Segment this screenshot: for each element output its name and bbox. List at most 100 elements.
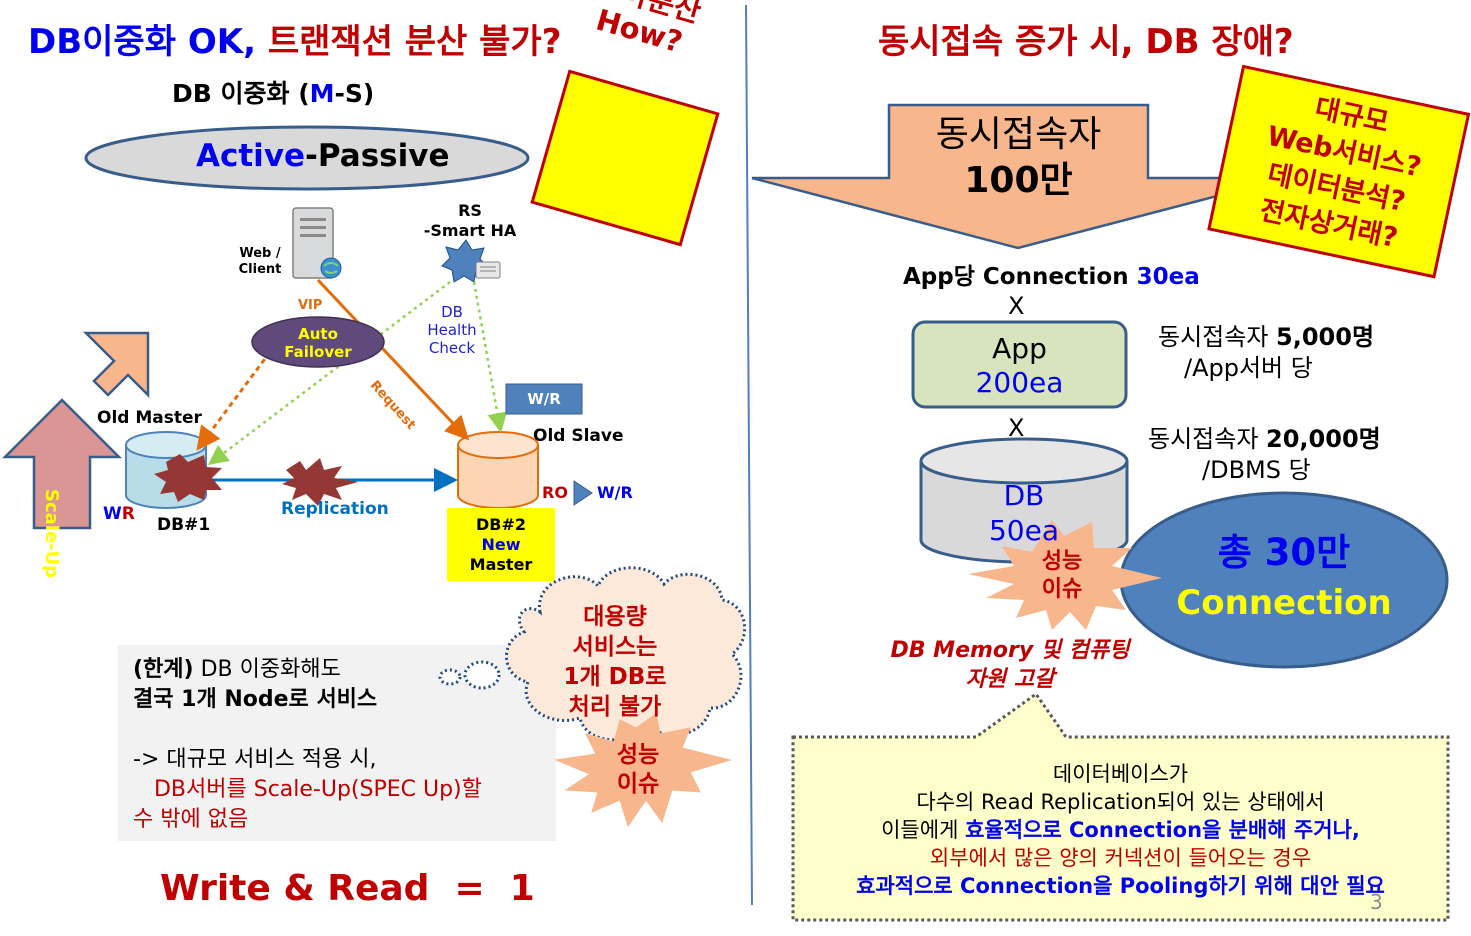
wr-box-label: W/R — [527, 390, 561, 408]
rs-line-1: RS — [458, 201, 482, 220]
replication-failure-burst — [282, 458, 358, 506]
passive-label: -Passive — [305, 138, 450, 174]
db-load-balance-callout — [530, 69, 720, 247]
note-line-3a: 이들에게 — [881, 818, 966, 842]
rs-line-2: -Smart HA — [423, 221, 517, 240]
concurrent-users-label: 동시접속자 100만 — [889, 112, 1148, 204]
rs-smart-ha-icon — [441, 239, 501, 283]
db1-label: DB#1 — [157, 515, 211, 535]
app-connection-label: App당 Connection 30ea — [903, 257, 1200, 291]
memory-line-1: DB Memory 및 컴퓨팅 — [890, 638, 1130, 663]
scale-up-label: Scale-Up — [41, 489, 62, 579]
rs-smart-ha-label: RS -Smart HA — [420, 201, 520, 241]
replication-label: Replication — [281, 499, 389, 519]
limitation-line-4: DB서버를 Scale-Up(SPEC Up)할 — [133, 777, 482, 802]
app-connection-text: App당 Connection — [903, 264, 1137, 290]
left-title: DB이중화 OK, 트랜잭션 분산 불가? — [28, 14, 561, 63]
subtitle-m: M — [309, 79, 335, 108]
center-divider — [745, 4, 753, 906]
note-line-4: 외부에서 많은 양의 커넥션이 들어오는 경우 — [929, 846, 1312, 870]
ro-triangle-icon — [573, 480, 593, 506]
app-line-2: 200ea — [975, 366, 1064, 399]
db-users-per: /DBMS 당 — [1202, 456, 1311, 484]
db-health-check-label: DB Health Check — [420, 303, 484, 357]
ro-label: RO — [542, 483, 568, 502]
right-title: 동시접속 증가 시, DB 장애? — [878, 22, 1294, 62]
new-master-box — [447, 508, 555, 581]
scale-up-arrow — [1, 398, 123, 530]
db-users-count: 20,000명 — [1266, 425, 1381, 453]
memory-line-2: 자원 고갈 — [965, 667, 1055, 692]
limitation-line-1-text: DB 이중화해도 — [193, 657, 341, 682]
db1-wr-label: WR — [103, 504, 135, 524]
cloud-line-2: 서비스는 — [572, 634, 658, 660]
note-line-5: 효과적으로 Connection을 Pooling하기 위해 대안 필요 — [856, 874, 1385, 898]
left-subtitle: DB 이중화 (M-S) — [172, 74, 374, 110]
wr-box — [505, 383, 583, 415]
left-perf-burst — [554, 713, 732, 828]
auto-failover-line-2: Failover — [284, 343, 352, 361]
multiply-sign-1: X — [1008, 292, 1025, 320]
total-line-1: 총 30만 — [1217, 531, 1351, 574]
active-label: Active — [196, 138, 306, 174]
db-users-label: 동시접속자 20,000명 /DBMS 당 — [1148, 424, 1381, 486]
server-icon — [292, 207, 342, 279]
note-line-1: 데이터베이스가 — [1052, 762, 1189, 786]
db-users-text: 동시접속자 — [1148, 425, 1267, 453]
auto-failover-label: Auto Failover — [262, 325, 374, 361]
left-perf-line-1: 성능 — [616, 742, 660, 768]
cloud-line-1: 대용량 — [583, 604, 647, 630]
app-users-per: /App서버 당 — [1184, 354, 1313, 382]
health-check-db1-arrow — [208, 281, 451, 466]
app-connection-count: 30ea — [1136, 264, 1200, 290]
note-line-3: 이들에게 효율적으로 Connection을 분배해 주거나, — [793, 816, 1448, 844]
old-master-label: Old Master — [97, 408, 202, 428]
new-master-label: DB#2 New Master — [447, 515, 555, 575]
right-note-box — [791, 691, 1450, 922]
web-client-line-1: Web / — [239, 246, 281, 261]
cloud-line-4: 처리 불가 — [568, 694, 662, 720]
app-users-text: 동시접속자 — [1158, 323, 1277, 351]
old-slave-label: Old Slave — [533, 426, 624, 446]
note-line-2: 다수의 Read Replication되어 있는 상태에서 — [916, 790, 1325, 814]
subtitle-part-a: DB 이중화 ( — [172, 79, 310, 108]
auto-failover-ellipse — [251, 316, 385, 368]
health-line-2: Health — [427, 321, 477, 339]
left-perf-line-2: 이슈 — [616, 771, 660, 797]
arrow-line-2: 100만 — [964, 160, 1073, 201]
db-memory-label: DB Memory 및 컴퓨팅 자원 고갈 — [860, 636, 1160, 694]
write-read-label: Write & Read = 1 — [160, 868, 535, 909]
subtitle-part-b: -S) — [334, 79, 375, 108]
health-line-3: Check — [428, 339, 476, 357]
db2-cylinder — [457, 431, 539, 509]
use-case-callout — [1207, 64, 1471, 279]
app-users-count: 5,000명 — [1276, 323, 1375, 351]
db-big-label: DB 50ea — [921, 478, 1127, 548]
right-perf-line-1: 성능 — [1041, 549, 1083, 574]
db-big-line-1: DB — [1003, 479, 1045, 512]
thought-dot-2 — [463, 660, 501, 690]
cloud-text: 대용량 서비스는 1개 DB로 처리 불가 — [540, 602, 690, 722]
total-line-2: Connection — [1176, 583, 1392, 623]
db1-r: R — [121, 504, 135, 524]
health-line-1: DB — [441, 303, 463, 321]
thought-cloud — [505, 566, 747, 742]
app-line-1: App — [992, 332, 1047, 365]
thought-dot-1 — [438, 668, 462, 686]
app-users-label: 동시접속자 5,000명 /App서버 당 — [1158, 322, 1374, 384]
app-box — [911, 320, 1128, 409]
limitation-line-2: 결국 1개 Node로 서비스 — [133, 687, 378, 712]
right-perf-burst — [968, 520, 1162, 630]
web-client-line-2: Client — [238, 262, 282, 277]
active-passive-label: Active-Passive — [196, 138, 449, 174]
new-master-line-3: Master — [469, 555, 533, 574]
failover-to-db1-arrow — [196, 351, 272, 451]
old-master-pointer-arrow — [82, 331, 150, 399]
app-box-label: App 200ea — [913, 332, 1126, 400]
new-master-line-2: New — [481, 535, 521, 554]
concurrent-users-arrow — [751, 103, 1287, 250]
vip-label: VIP — [298, 298, 323, 313]
web-client-label: Web / Client — [234, 246, 286, 278]
page-number: 3 — [1370, 890, 1383, 914]
